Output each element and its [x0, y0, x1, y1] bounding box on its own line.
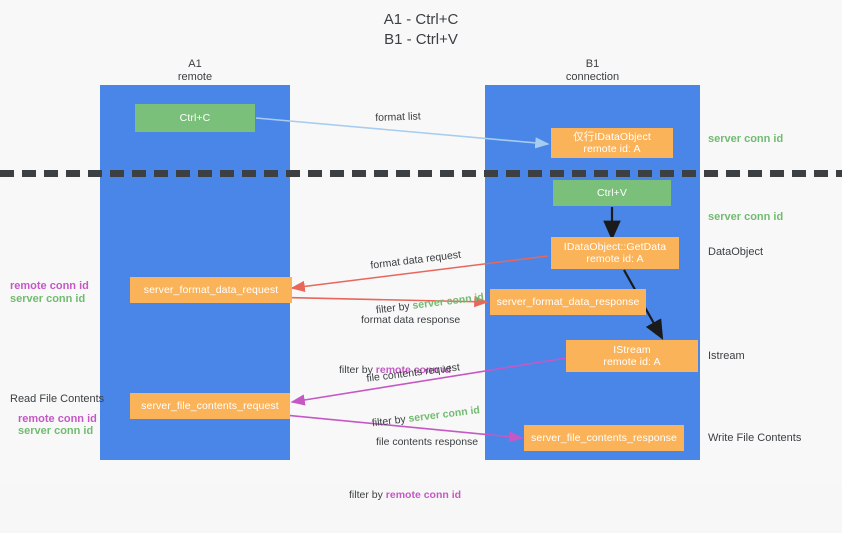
node-istream-line2: remote id: A	[603, 356, 661, 368]
edge-caption-file-contents-request-line1: file contents request	[365, 361, 461, 385]
node-getdata-line2: remote id: A	[586, 253, 644, 265]
phase-separator	[0, 170, 842, 177]
page-title: A1 - Ctrl+C B1 - Ctrl+V	[383, 11, 459, 48]
node-ctrl-c[interactable]: Ctrl+C	[135, 104, 255, 132]
node-server-file-contents-response-label: server_file_contents_response	[531, 432, 677, 444]
edge-caption-highlight-remote-conn-id-1: remote conn id	[375, 364, 452, 376]
node-idataobject-line2: remote id: A	[583, 143, 641, 155]
node-idataobject-line1: 仅行IDataObject	[573, 131, 651, 143]
node-istream-line1: IStream	[613, 344, 651, 356]
right-label-server-conn-id-2: server conn id	[708, 211, 784, 223]
node-server-format-data-request-label: server_format_data_request	[143, 284, 279, 296]
node-idataobject-getdata[interactable]: IDataObject::GetData remote id: A	[551, 237, 679, 269]
node-server-format-data-response[interactable]: server_format_data_response	[490, 289, 646, 315]
edge-caption-format-data-response-line2: filter by remote conn id	[339, 363, 460, 378]
edge-caption-file-contents-response-line1: file contents response	[376, 436, 479, 448]
edge-caption-format-data-request-line1: format data request	[369, 248, 462, 272]
edge-caption-file-contents-response: file contents response filter by remote …	[349, 405, 479, 533]
right-label-istream: Istream	[708, 350, 745, 362]
node-getdata-line1: IDataObject::GetData	[563, 241, 667, 253]
node-ctrl-v[interactable]: Ctrl+V	[553, 180, 671, 206]
node-server-format-data-request[interactable]: server_format_data_request	[130, 277, 292, 303]
left-label-server-conn-id-1: server conn id	[10, 293, 86, 305]
right-label-dataobject: DataObject	[708, 246, 764, 258]
edge-caption-file-contents-response-line2: filter by remote conn id	[349, 488, 478, 503]
lane-header-b1: B1 connection	[565, 58, 620, 83]
left-label-server-conn-id-2: server conn id	[18, 425, 94, 437]
node-server-format-data-response-label: server_format_data_response	[496, 296, 640, 308]
edge-caption-format-data-response: format data response filter by remote co…	[339, 283, 461, 408]
edge-caption-highlight-remote-conn-id-2: remote conn id	[385, 489, 462, 501]
node-ctrl-c-label: Ctrl+C	[179, 112, 211, 124]
left-label-remote-conn-id-1: remote conn id	[10, 280, 89, 292]
node-server-file-contents-request-label: server_file_contents_request	[141, 400, 279, 412]
node-server-file-contents-response[interactable]: server_file_contents_response	[524, 425, 684, 451]
left-label-read-file-contents: Read File Contents	[10, 393, 105, 405]
right-label-write-file-contents: Write File Contents	[708, 432, 802, 444]
node-ctrl-v-label: Ctrl+V	[596, 187, 628, 199]
left-label-remote-conn-id-2: remote conn id	[18, 413, 97, 425]
node-server-file-contents-request[interactable]: server_file_contents_request	[130, 393, 290, 419]
right-label-server-conn-id-1: server conn id	[708, 133, 784, 145]
edge-caption-format-list: format list	[375, 110, 421, 124]
edge-caption-format-data-response-line1: format data response	[361, 314, 461, 326]
diagram-canvas: A1 - Ctrl+C B1 - Ctrl+V A1 remote B1 con…	[0, 11, 842, 501]
lane-header-a1: A1 remote	[177, 58, 213, 83]
edge-caption-filter-by-2: filter by	[339, 364, 376, 376]
node-istream[interactable]: IStream remote id: A	[566, 340, 698, 372]
edge-caption-filter-by-4: filter by	[349, 489, 386, 501]
node-idataobject[interactable]: 仅行IDataObject remote id: A	[551, 128, 673, 158]
